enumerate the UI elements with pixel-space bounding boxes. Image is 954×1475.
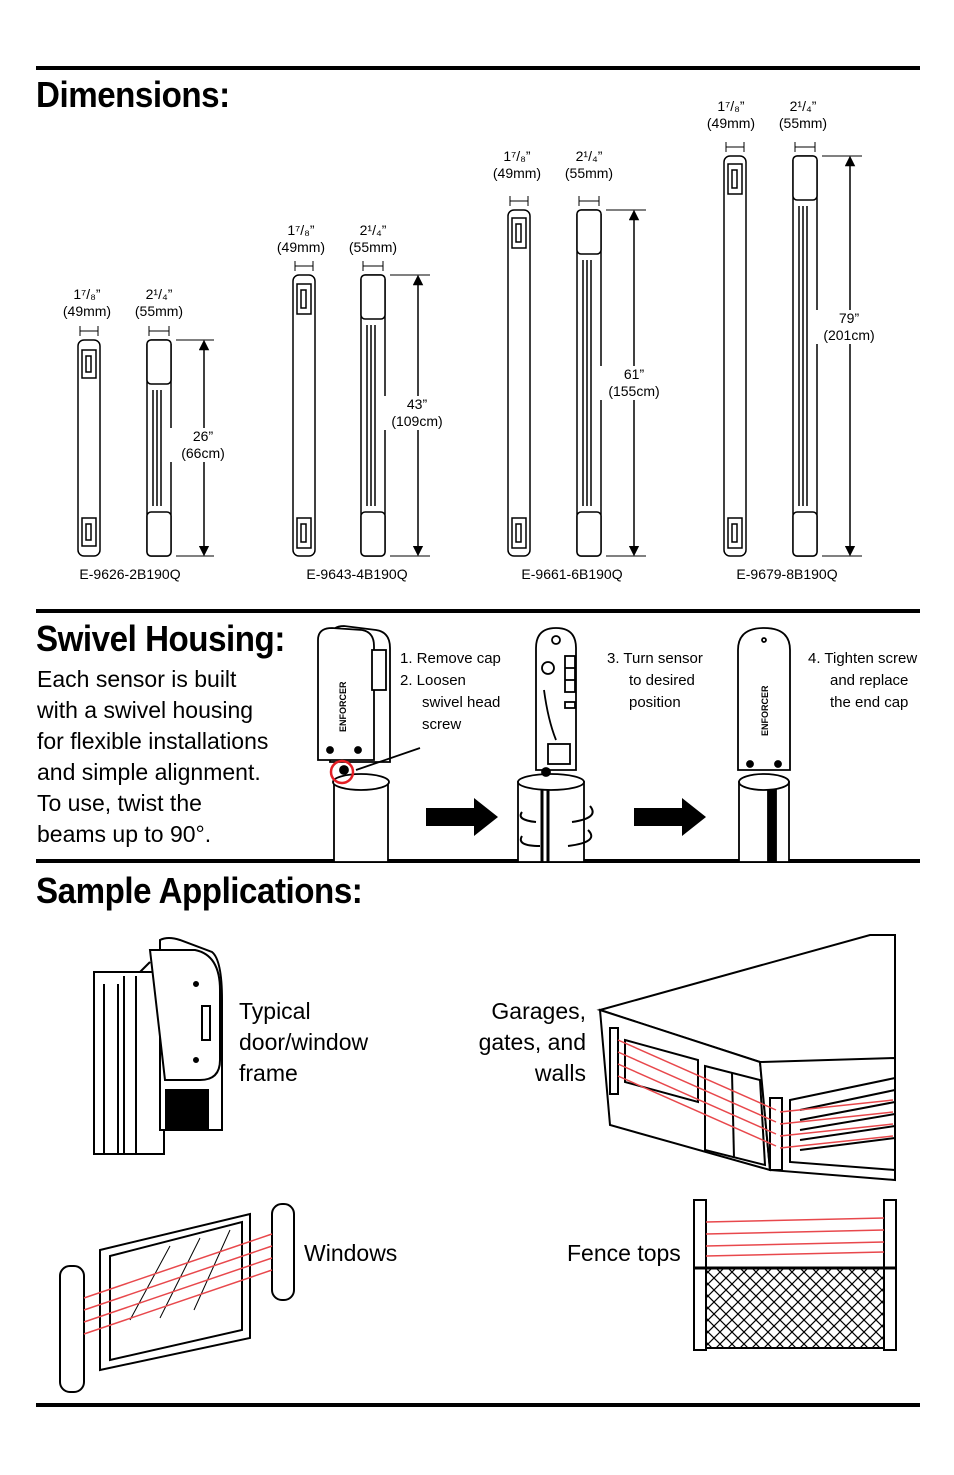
swivel-sensor-3: ENFORCER — [737, 627, 791, 863]
sensor-pair-61in — [507, 196, 646, 557]
arrow-right-2-icon — [634, 798, 706, 836]
model2-name: E-9643-4B190Q — [306, 566, 408, 582]
fence-beams — [705, 1217, 885, 1257]
swivel-sensor-1: ENFORCER — [317, 625, 421, 863]
model4-width2: 2¹/₄”(55mm) — [778, 98, 828, 131]
window-beams — [83, 1233, 273, 1335]
sensor-pair-43in — [292, 261, 430, 557]
bottom-rule — [36, 1403, 920, 1407]
top-rule — [36, 66, 920, 70]
model4-width1: 1⁷/₈”(49mm) — [706, 98, 756, 131]
model3-name: E-9661-6B190Q — [521, 566, 623, 582]
window-illustration — [59, 1203, 295, 1393]
enforcer-logo-2: ENFORCER — [760, 685, 770, 736]
sensor-pair-26in — [77, 326, 214, 557]
step-1-2: 1. Remove cap 2. Loosen swivel head scre… — [400, 650, 501, 733]
door-caption: Typical door/window frame — [239, 998, 369, 1086]
windows-caption: Windows — [304, 1240, 398, 1266]
garage-caption: Garages, gates, and walls — [478, 998, 586, 1086]
step-4: 4. Tighten screw and replace the end cap — [808, 650, 918, 711]
applications-rule — [36, 859, 920, 863]
garage-beams — [617, 1039, 894, 1149]
fence-illustration — [693, 1199, 897, 1351]
applications-title: Sample Applications: — [36, 870, 363, 911]
model3-width2: 2¹/₄”(55mm) — [564, 148, 614, 181]
model4-height: 79”(201cm) — [814, 310, 884, 344]
garage-illustration — [596, 934, 896, 1182]
model1-width2: 2¹/₄”(55mm) — [134, 286, 184, 319]
model2-height: 43”(109cm) — [382, 396, 452, 430]
model1-name: E-9626-2B190Q — [79, 566, 181, 582]
model4-name: E-9679-8B190Q — [736, 566, 838, 582]
swivel-description: Each sensor is built with a swivel housi… — [37, 666, 269, 847]
model2-width1: 1⁷/₈”(49mm) — [276, 222, 326, 255]
door-frame-illustration — [93, 937, 223, 1155]
screw-highlight — [329, 759, 355, 785]
step-3: 3. Turn sensor to desired position — [607, 650, 703, 711]
dimensions-title: Dimensions: — [36, 74, 230, 115]
model2-width2: 2¹/₄”(55mm) — [348, 222, 398, 255]
enforcer-logo-1: ENFORCER — [338, 681, 348, 732]
model1-width1: 1⁷/₈”(49mm) — [62, 286, 112, 319]
sensor-pair-79in — [723, 142, 862, 557]
model1-height: 26”(66cm) — [168, 428, 238, 462]
swivel-rule — [36, 609, 920, 613]
swivel-title: Swivel Housing: — [36, 618, 285, 659]
swivel-sensor-2 — [517, 627, 594, 863]
model3-width1: 1⁷/₈”(49mm) — [492, 148, 542, 181]
arrow-right-1-icon — [426, 798, 498, 836]
fence-caption: Fence tops — [567, 1240, 681, 1266]
model3-height: 61”(155cm) — [599, 366, 669, 400]
